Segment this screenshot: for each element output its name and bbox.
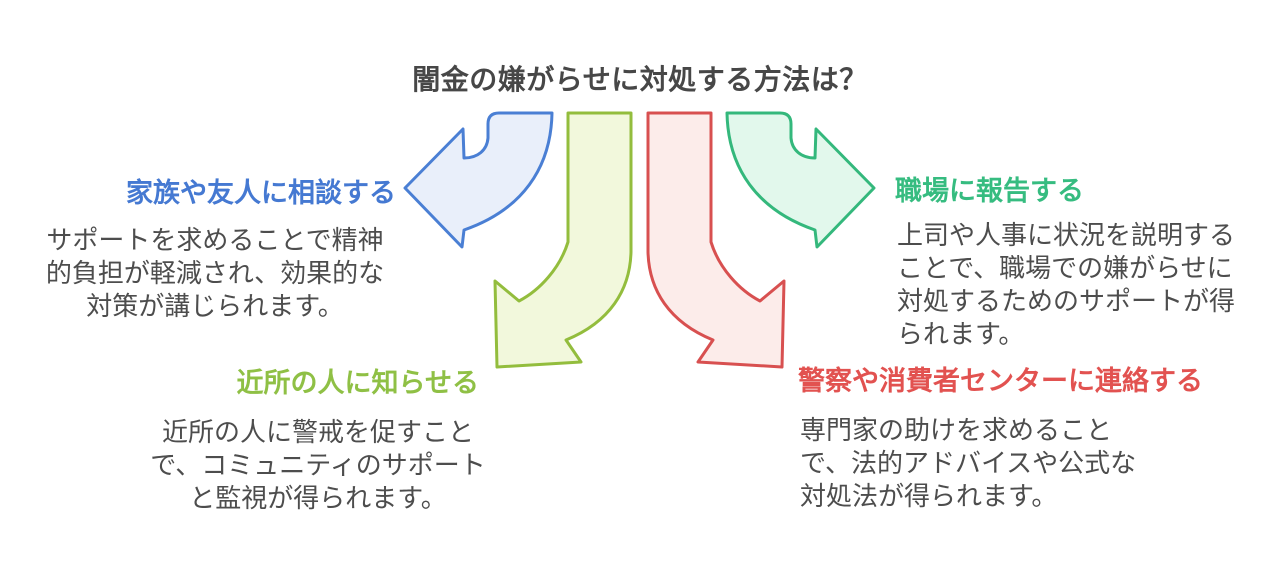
option-consult-family-label: 家族や友人に相談する <box>126 178 396 208</box>
curved-down-right-arrow-icon <box>646 111 786 369</box>
diagram-title: 闇金の嫌がらせに対処する方法は？ <box>412 64 868 95</box>
option-report-workplace-description: 上司や人事に状況を説明する ことで、職場での嫌がらせに 対処するためのサポートが… <box>897 220 1236 349</box>
option-report-workplace-label: 職場に報告する <box>895 176 1084 206</box>
curved-left-arrow-icon <box>403 111 554 249</box>
curved-down-left-arrow-icon <box>493 111 633 369</box>
option-notify-neighbors-label: 近所の人に知らせる <box>236 368 479 398</box>
option-contact-police-label: 警察や消費者センターに連絡する <box>798 366 1203 396</box>
option-consult-family-description: サポートを求めることで精神 的負担が軽減され、効果的な 対策が講じられます。 <box>45 225 385 321</box>
option-contact-police-description: 専門家の助けを求めること で、法的アドバイスや公式な 対処法が得られます。 <box>800 415 1137 511</box>
curved-right-arrow-icon <box>725 111 876 249</box>
option-notify-neighbors-description: 近所の人に警戒を促すこと で、コミュニティのサポート と監視が得られます。 <box>150 417 486 513</box>
